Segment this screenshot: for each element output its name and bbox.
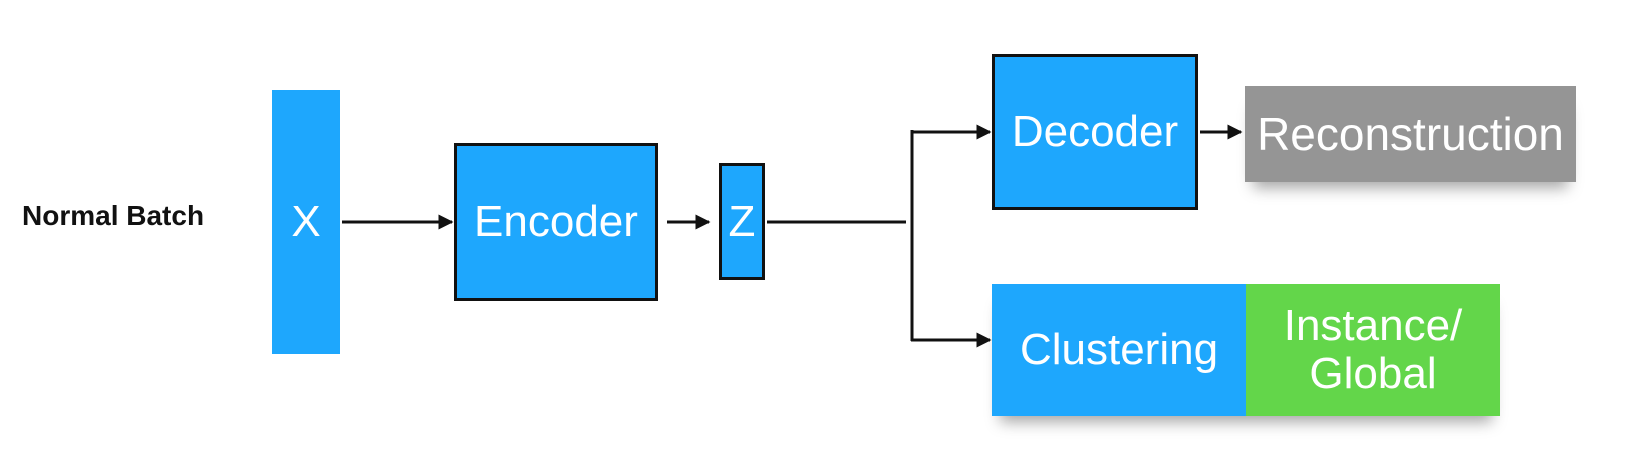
- instance-label-line2: Global: [1309, 349, 1437, 398]
- latent-z-node: Z: [719, 163, 765, 280]
- instance-label-line1: Instance/: [1283, 300, 1463, 350]
- decoder-label: Decoder: [1011, 107, 1179, 156]
- input-x-label: X: [291, 197, 321, 246]
- encoder-node: Encoder: [454, 143, 658, 301]
- reconstruction-label: Reconstruction: [1257, 108, 1564, 160]
- decoder-node: Decoder: [992, 54, 1198, 210]
- instance-global-label: Instance/ Global: [1283, 300, 1463, 399]
- latent-z-label: Z: [728, 196, 756, 246]
- input-x-node: X: [272, 90, 340, 354]
- reconstruction-node: Reconstruction: [1245, 86, 1576, 182]
- diagram-caption: Normal Batch: [22, 200, 205, 231]
- clustering-group: Clustering Instance/ Global: [992, 284, 1500, 416]
- encoder-label: Encoder: [474, 197, 638, 246]
- clustering-node: Clustering: [992, 284, 1246, 416]
- instance-global-node: Instance/ Global: [1246, 284, 1500, 416]
- clustering-label: Clustering: [1019, 325, 1219, 374]
